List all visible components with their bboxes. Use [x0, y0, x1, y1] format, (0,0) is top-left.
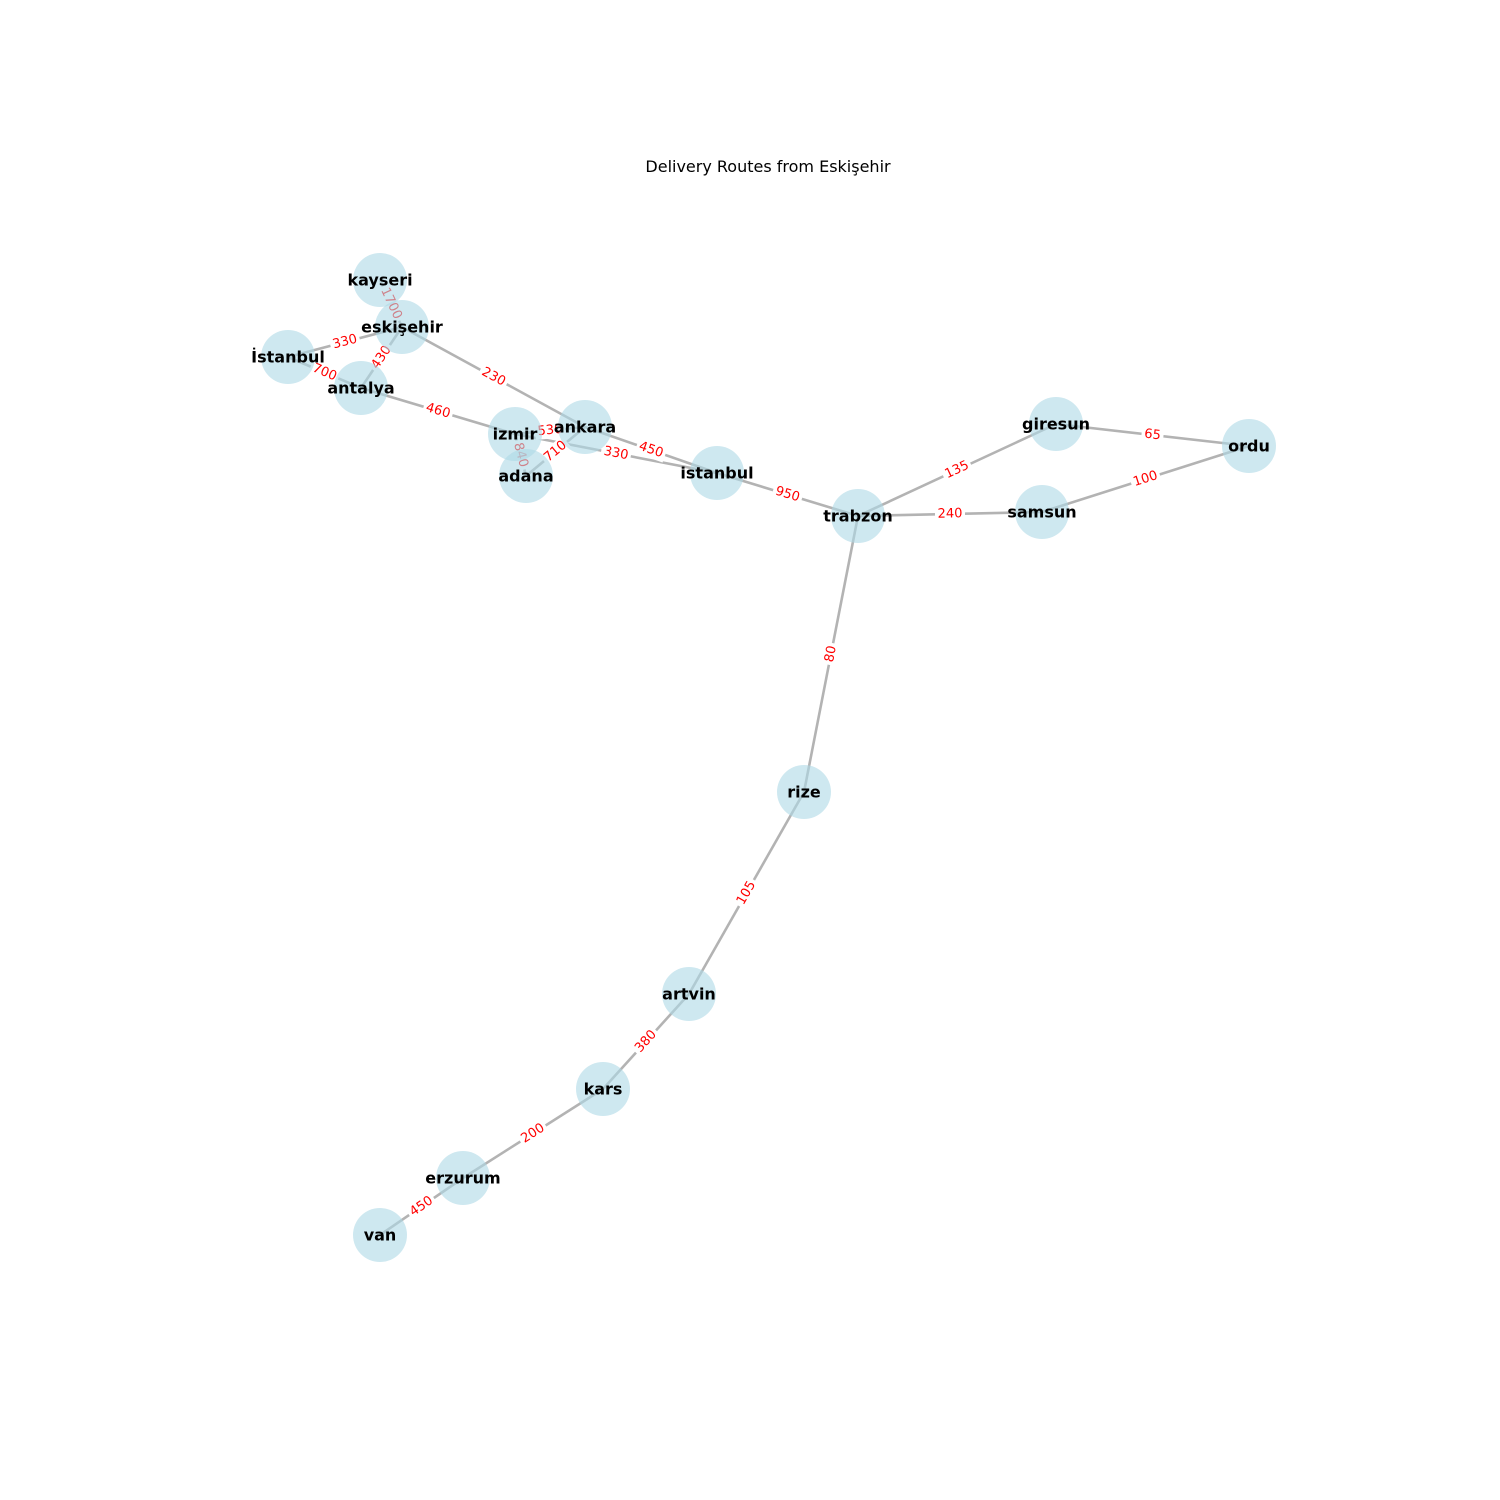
node-istanbul1	[261, 330, 315, 384]
node-label-eskisehir: eskişehir	[361, 318, 443, 337]
edge-weight-label: 240	[937, 506, 962, 522]
edge-label-background	[732, 876, 761, 910]
edge-label-group: 240	[934, 505, 966, 523]
edge-label-group: 135	[940, 456, 974, 484]
node-label-erzurum: erzurum	[425, 1169, 500, 1188]
node-label-kayseri: kayseri	[347, 271, 412, 290]
edge-label-background	[328, 330, 362, 354]
node-label-adana: adana	[498, 467, 553, 486]
node-label-kars: kars	[584, 1080, 623, 1099]
edge-label-background	[404, 1191, 439, 1222]
edge-label-group: 530	[534, 421, 566, 440]
edge-label-group: 65	[1140, 425, 1165, 445]
node-kayseri	[353, 253, 407, 307]
node-samsun	[1015, 485, 1069, 539]
node-label-artvin: artvin	[662, 985, 716, 1004]
edge-weight-label: 80	[822, 644, 840, 663]
edge-label-background	[534, 421, 566, 440]
node-label-samsun: samsun	[1007, 503, 1076, 522]
node-adana	[499, 449, 553, 503]
node-trabzon	[831, 489, 885, 543]
edge-label-group: 80	[821, 641, 841, 667]
edge-weight-label: 330	[331, 332, 359, 353]
node-antalya	[334, 361, 388, 415]
edge-label-background	[630, 1025, 662, 1058]
edges-layer	[287, 279, 1250, 1237]
edge-label-group: 950	[770, 482, 805, 507]
edge-label-group: 330	[599, 442, 633, 465]
edge-label-group: 100	[1128, 466, 1163, 492]
edge-label-group: 450	[404, 1191, 439, 1222]
node-label-rize: rize	[787, 783, 821, 802]
edge-label-background	[1140, 425, 1165, 445]
edge-weight-label: 460	[424, 400, 452, 421]
edge-label-background	[516, 1118, 550, 1149]
node-label-istanbul2: istanbul	[680, 464, 753, 483]
edge-label-background	[940, 456, 974, 484]
edge-label-background	[770, 482, 805, 507]
edge-label-group: 105	[732, 876, 761, 910]
node-giresun	[1029, 397, 1083, 451]
edge-label-background	[421, 399, 455, 423]
node-rize	[777, 765, 831, 819]
node-label-ordu: ordu	[1228, 437, 1270, 456]
node-label-izmir: izmir	[493, 425, 538, 444]
edge-label-group: 450	[634, 437, 668, 463]
edge-label-group: 330	[328, 330, 362, 354]
node-ankara	[558, 400, 612, 454]
edge-weight-label: 65	[1143, 427, 1161, 444]
node-label-istanbul1: İstanbul	[251, 348, 325, 367]
node-artvin	[662, 967, 716, 1021]
edge-weight-label: 100	[1131, 468, 1159, 490]
edge-weight-label: 330	[602, 444, 629, 463]
node-label-trabzon: trabzon	[823, 507, 892, 526]
node-label-antalya: antalya	[327, 379, 394, 398]
node-eskisehir	[375, 300, 429, 354]
edge-label-background	[476, 362, 511, 392]
edge-weight-label: 950	[773, 484, 801, 506]
node-ordu	[1222, 419, 1276, 473]
edge-label-background	[307, 359, 342, 386]
graph-title: Delivery Routes from Eskişehir	[645, 157, 891, 176]
edge-label-background	[1128, 466, 1163, 492]
edge-label-background	[821, 641, 841, 667]
edge-label-group: 460	[421, 399, 455, 423]
node-kars	[576, 1062, 630, 1116]
edge-label-background	[634, 437, 668, 463]
node-label-ankara: ankara	[554, 418, 616, 437]
node-istanbul2	[690, 446, 744, 500]
node-van	[353, 1208, 407, 1262]
edge-label-background	[599, 442, 633, 465]
edge-weight-label: 530	[537, 422, 563, 439]
node-izmir	[488, 407, 542, 461]
edge-label-group: 230	[476, 362, 511, 392]
node-label-giresun: giresun	[1022, 415, 1090, 434]
edge-label-group: 200	[516, 1118, 550, 1149]
node-label-van: van	[364, 1226, 397, 1245]
edge-label-background	[934, 505, 966, 523]
node-erzurum	[436, 1151, 490, 1205]
